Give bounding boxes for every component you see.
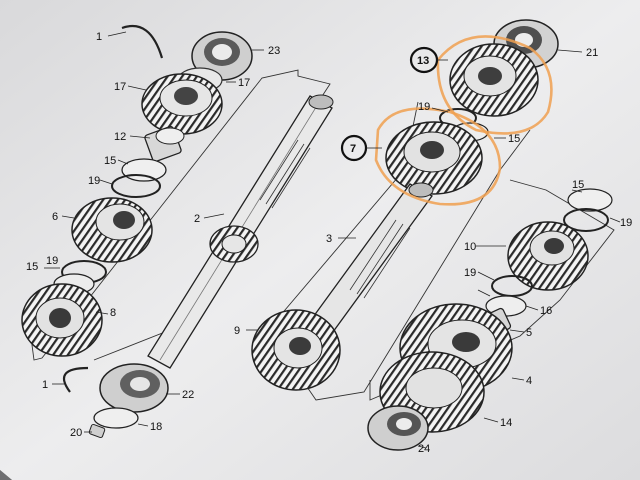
circlip-bottom [62, 366, 89, 393]
right-gear-group [251, 19, 615, 451]
highlight-gear-7 [374, 107, 502, 206]
callout-15-left: 15 [104, 155, 116, 167]
gear-7 [385, 121, 483, 195]
lower-right-outline [369, 179, 615, 401]
washer-18 [93, 407, 139, 429]
gear-17 [141, 73, 223, 135]
circlip-top [121, 24, 164, 59]
mainshaft-2 [147, 94, 334, 369]
callout-2: 2 [194, 213, 200, 225]
callout-9: 9 [234, 325, 240, 337]
gear-6 [71, 197, 153, 263]
callout-13: 13 [417, 55, 429, 67]
callout-17-washer: 17 [238, 77, 250, 89]
key-20 [88, 423, 106, 439]
callout-23: 23 [268, 45, 280, 57]
washer-15-left [121, 158, 167, 182]
ring-19-left [111, 174, 161, 198]
callout-8: 8 [110, 307, 116, 319]
callout-1-top: 1 [96, 31, 102, 43]
callout-19-right-lower: 19 [620, 217, 632, 229]
gear-8 [21, 283, 103, 357]
callout-20: 20 [70, 427, 82, 439]
callout-4: 4 [526, 375, 532, 387]
callout-labels: 1 23 17 17 12 15 19 6 15 19 8 2 1 22 18 … [26, 31, 632, 455]
bushing-12 [144, 125, 185, 163]
ring-19-right-lower [563, 208, 609, 232]
callout-7: 7 [350, 143, 356, 155]
gear-10 [507, 221, 589, 291]
callout-15-lower: 15 [26, 261, 38, 273]
gear-9 [251, 309, 341, 391]
callout-19-left: 19 [88, 175, 100, 187]
bearing-24 [367, 405, 429, 451]
callout-10: 10 [464, 241, 476, 253]
callout-5: 5 [526, 327, 532, 339]
callout-15-right-top: 15 [508, 133, 520, 145]
callout-24: 24 [418, 443, 430, 455]
callout-1-bottom: 1 [42, 379, 48, 391]
callout-16: 16 [540, 305, 552, 317]
callout-3: 3 [326, 233, 332, 245]
callout-17-gear: 17 [114, 81, 126, 93]
callout-12: 12 [114, 131, 126, 143]
callout-6: 6 [52, 211, 58, 223]
callout-22: 22 [182, 389, 194, 401]
callout-14: 14 [500, 417, 512, 429]
callout-19-right-top: 19 [418, 101, 430, 113]
callout-19-mid: 19 [464, 267, 476, 279]
callout-18: 18 [150, 421, 162, 433]
callout-15-right-lower: 15 [572, 179, 584, 191]
washer-15-right-lower [567, 188, 613, 212]
leader-lines [44, 31, 621, 449]
paper-shadow [0, 470, 12, 480]
left-gear-group [21, 24, 334, 439]
bearing-22 [99, 363, 169, 413]
callout-21: 21 [586, 47, 598, 59]
callout-19-lower: 19 [46, 255, 58, 267]
gear-13 [449, 43, 539, 117]
